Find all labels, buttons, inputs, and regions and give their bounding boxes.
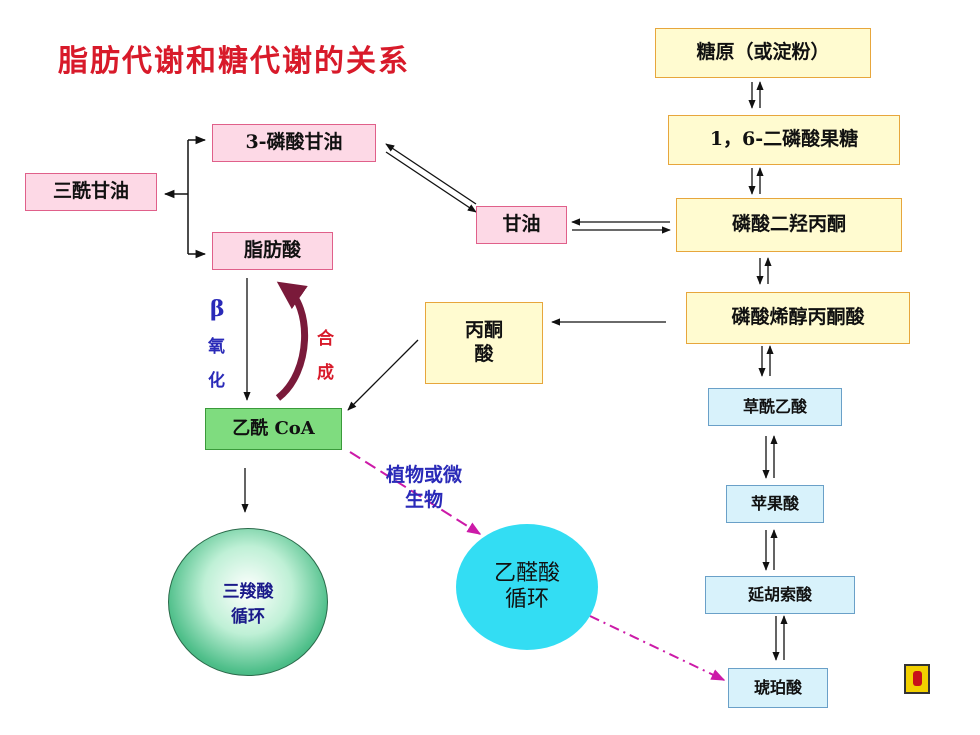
node-fatty-acid: 脂肪酸 (212, 232, 333, 270)
label-synthesis-2: 成 (317, 363, 334, 383)
node-dhap: 磷酸二羟丙酮 (676, 198, 902, 252)
glyoxylate-line1: 乙醛酸 (493, 560, 560, 586)
arrows-right-column (748, 81, 788, 661)
node-oxaloacetate: 草酰乙酸 (708, 388, 842, 426)
arrow-pyruvate-acetylcoa (347, 339, 419, 411)
glyoxylate-line2: 循环 (504, 587, 549, 612)
arrow-acetylcoa-glyoxylate (349, 451, 482, 535)
node-glycerol: 甘油 (476, 206, 567, 244)
node-glyoxylate-cycle: 乙醛酸 循环 (456, 524, 598, 650)
label-beta: β (210, 296, 225, 322)
pyruvate-line2: 酸 (474, 343, 494, 365)
return-icon[interactable] (904, 664, 930, 694)
label-synthesis-1: 合 (317, 329, 334, 349)
label-plants-line2: 生物 (404, 488, 443, 511)
label-oxidation-1: 氧 (208, 337, 225, 357)
node-acetyl-coa: 乙酰 CoA (205, 408, 342, 450)
node-malate: 苹果酸 (726, 485, 824, 523)
label-plants-microbes: 植物或微 生物 (366, 463, 482, 512)
arrow-g3p-glycerol (385, 143, 477, 213)
node-glycerol-3-phosphate: 3-磷酸甘油 (212, 124, 376, 162)
node-pyruvate: 丙酮 酸 (425, 302, 543, 384)
page-title: 脂肪代谢和糖代谢的关系 (58, 44, 410, 79)
node-tca-cycle: 三羧酸 循环 (168, 528, 328, 676)
bracket-triglyceride (163, 135, 207, 259)
tca-line2: 循环 (231, 607, 265, 627)
node-fumarate: 延胡索酸 (705, 576, 855, 614)
node-succinate: 琥珀酸 (728, 668, 828, 708)
tca-line1: 三羧酸 (222, 582, 274, 602)
node-glycogen: 糖原（或淀粉） (655, 28, 871, 78)
label-oxidation-2: 化 (208, 371, 225, 391)
arrow-glycerol-dhap (571, 218, 671, 234)
node-pep: 磷酸烯醇丙酮酸 (686, 292, 910, 344)
arrow-glyoxylate-succinate (589, 615, 726, 681)
label-plants-line1: 植物或微 (385, 464, 462, 486)
arrow-synthesis (275, 281, 308, 401)
pyruvate-line1: 丙酮 (464, 319, 503, 342)
node-fructose-bisphosphate: 1，6-二磷酸果糖 (668, 115, 900, 165)
node-triglyceride: 三酰甘油 (25, 173, 157, 211)
